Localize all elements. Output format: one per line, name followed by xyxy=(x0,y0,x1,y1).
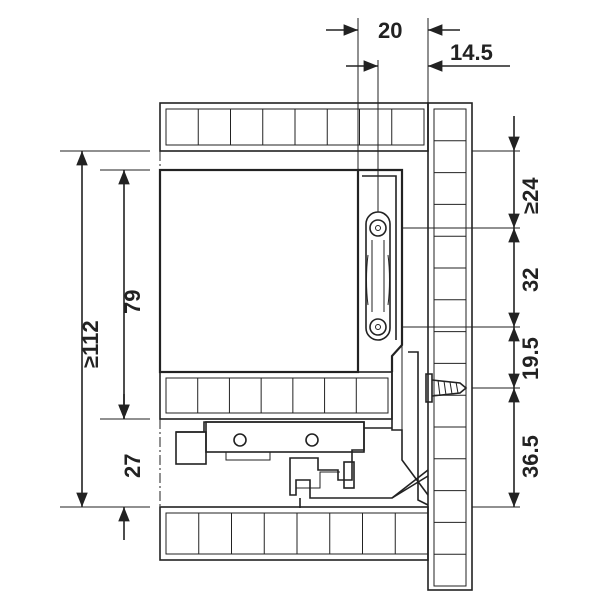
dim-base-height: 27 xyxy=(120,454,145,478)
dimension-arrows xyxy=(76,24,520,540)
runner-mechanism xyxy=(175,345,429,508)
dim-hole-spacing: 32 xyxy=(518,268,543,292)
bottom-panel xyxy=(159,506,429,561)
dim-min-total-height: ≥112 xyxy=(78,320,103,368)
dim-top-width: 20 xyxy=(378,18,402,43)
cabinet-side-panel xyxy=(427,102,473,591)
extension-lines xyxy=(60,18,520,508)
dim-min-top-clearance: ≥24 xyxy=(518,177,543,214)
top-shelf-panel xyxy=(159,102,429,152)
dim-front-height: 79 xyxy=(120,290,145,314)
dim-lower-offset: 19.5 xyxy=(518,337,543,380)
drawer-bottom-panel xyxy=(159,371,393,420)
dim-bottom-offset: 36.5 xyxy=(518,435,543,478)
mounting-screw xyxy=(425,373,468,403)
dim-side-offset: 14.5 xyxy=(450,40,493,65)
drawer-front-board xyxy=(158,168,404,374)
